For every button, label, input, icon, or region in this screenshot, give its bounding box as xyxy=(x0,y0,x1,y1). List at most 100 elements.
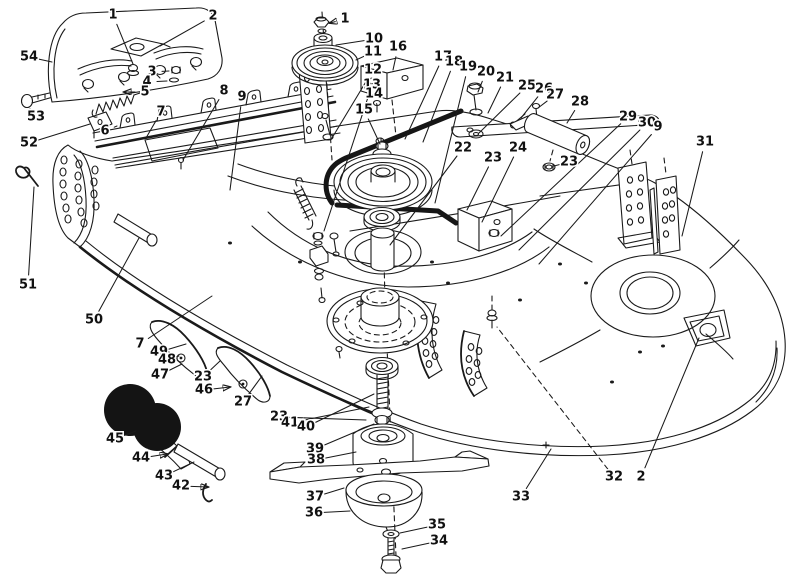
callout-leader-27 xyxy=(249,376,262,394)
small-bolt-14 xyxy=(374,101,381,113)
callout-label-14: 14 xyxy=(365,87,383,102)
hinge-bar-assembly xyxy=(22,82,339,169)
lower-bearing xyxy=(366,358,398,380)
callout-leader-8 xyxy=(183,100,219,160)
callout-leader-28 xyxy=(567,111,575,124)
callout-label-37: 37 xyxy=(306,490,324,505)
callout-label-50: 50 xyxy=(85,313,103,328)
callout-label-9: 9 xyxy=(237,90,246,105)
deck-rear-edge-line xyxy=(116,133,340,168)
callout-label-31: 31 xyxy=(696,135,714,150)
callout-label-33: 33 xyxy=(512,490,530,505)
spindle-shaft xyxy=(371,228,394,271)
callout-label-2: 2 xyxy=(636,470,645,485)
hinge-bar-shadow xyxy=(97,102,335,147)
callout-label-51: 51 xyxy=(19,278,37,293)
axle-rod-43 xyxy=(174,444,225,480)
callout-leader-16 xyxy=(393,57,396,70)
callout-leader-47 xyxy=(169,364,182,371)
callout-label-39: 39 xyxy=(306,442,324,457)
callout-label-7: 7 xyxy=(135,337,144,352)
small-nut-3 xyxy=(170,67,181,83)
mounting-plate-b xyxy=(656,176,680,254)
callout-label-43: 43 xyxy=(155,469,173,484)
rear-mounting-plates xyxy=(618,150,680,254)
discharge-cover xyxy=(48,8,222,102)
callout-label-10: 10 xyxy=(365,32,383,47)
callout-label-29: 29 xyxy=(619,110,637,125)
callout-leader-54 xyxy=(39,59,52,62)
callout-leader-20 xyxy=(478,81,482,92)
callout-leader-26 xyxy=(521,97,538,118)
callout-label-25: 25 xyxy=(518,79,536,94)
callout-label-19: 19 xyxy=(459,60,477,75)
right-discharge-ring xyxy=(591,255,715,337)
cover-slots xyxy=(78,47,203,75)
callout-label-49: 49 xyxy=(150,345,168,360)
callout-leader-23 xyxy=(289,417,366,420)
callout-leader-1 xyxy=(117,24,133,64)
callout-label-22: 22 xyxy=(454,141,472,156)
bracket-nut xyxy=(489,230,499,237)
spacer-cylinder-28 xyxy=(522,112,592,157)
callout-leader-17 xyxy=(405,66,439,139)
callout-label-27: 27 xyxy=(234,395,252,410)
callout-label-24: 24 xyxy=(509,141,527,156)
callout-label-23: 23 xyxy=(194,370,212,385)
callout-leader-32 xyxy=(497,327,608,469)
callout-leader-40 xyxy=(315,394,374,423)
callout-label-30: 30 xyxy=(638,116,656,131)
callout-label-4: 4 xyxy=(142,75,151,90)
gauge-wheel-2 xyxy=(133,403,181,451)
mounting-plate-a xyxy=(618,162,652,244)
callout-label-18: 18 xyxy=(445,55,463,70)
callout-label-42: 42 xyxy=(172,479,190,494)
callout-label-38: 38 xyxy=(307,453,325,468)
hinge-bar-bottom xyxy=(95,96,333,141)
callout-leader-7 xyxy=(146,121,156,138)
callout-label-13: 13 xyxy=(363,78,381,93)
deck-left-cap-band2 xyxy=(74,155,86,243)
callout-leader-21 xyxy=(488,87,501,113)
callout-leader-48 xyxy=(177,356,180,357)
idler-arm-assembly xyxy=(452,83,659,171)
callout-label-8: 8 xyxy=(219,84,228,99)
callout-leader-11 xyxy=(356,56,364,60)
callout-leader-7 xyxy=(148,296,212,339)
callout-leader-38 xyxy=(326,452,356,458)
callout-leader-29 xyxy=(501,124,621,236)
deck-right-lip xyxy=(756,348,777,402)
blade-bolt-washer xyxy=(383,530,399,538)
callout-leader-37 xyxy=(325,488,344,494)
callout-leader-52 xyxy=(39,124,91,140)
callout-label-34: 34 xyxy=(430,534,448,549)
callout-label-27: 27 xyxy=(546,88,564,103)
center-spindle-assembly xyxy=(270,138,489,573)
callout-leader-43 xyxy=(173,462,194,472)
blade-bolt xyxy=(381,538,401,573)
deck-body xyxy=(53,110,785,455)
callout-label-7: 7 xyxy=(156,105,165,120)
callout-leader-15 xyxy=(368,119,380,144)
callout-label-17: 17 xyxy=(434,50,452,65)
callout-leader-31 xyxy=(682,152,703,236)
callout-leader-42 xyxy=(191,486,208,487)
callout-leader-18 xyxy=(423,71,450,142)
plate-b-holes xyxy=(662,187,675,237)
callout-leader-27 xyxy=(538,101,547,108)
callout-label-2: 2 xyxy=(208,9,217,24)
callout-label-6: 6 xyxy=(100,124,109,139)
callout-label-40: 40 xyxy=(297,420,315,435)
callout-leader-2 xyxy=(160,21,204,46)
callout-label-1: 1 xyxy=(108,8,117,23)
callout-label-53: 53 xyxy=(27,110,45,125)
callout-label-46: 46 xyxy=(195,383,213,398)
callout-leader-24 xyxy=(482,157,514,222)
rod-and-clip xyxy=(16,167,157,246)
callout-leader-44 xyxy=(151,454,167,457)
callout-leader-45 xyxy=(124,431,136,435)
callout-leader-6 xyxy=(114,126,117,127)
callout-label-28: 28 xyxy=(571,95,589,110)
arm-bolt-20 xyxy=(467,83,483,115)
